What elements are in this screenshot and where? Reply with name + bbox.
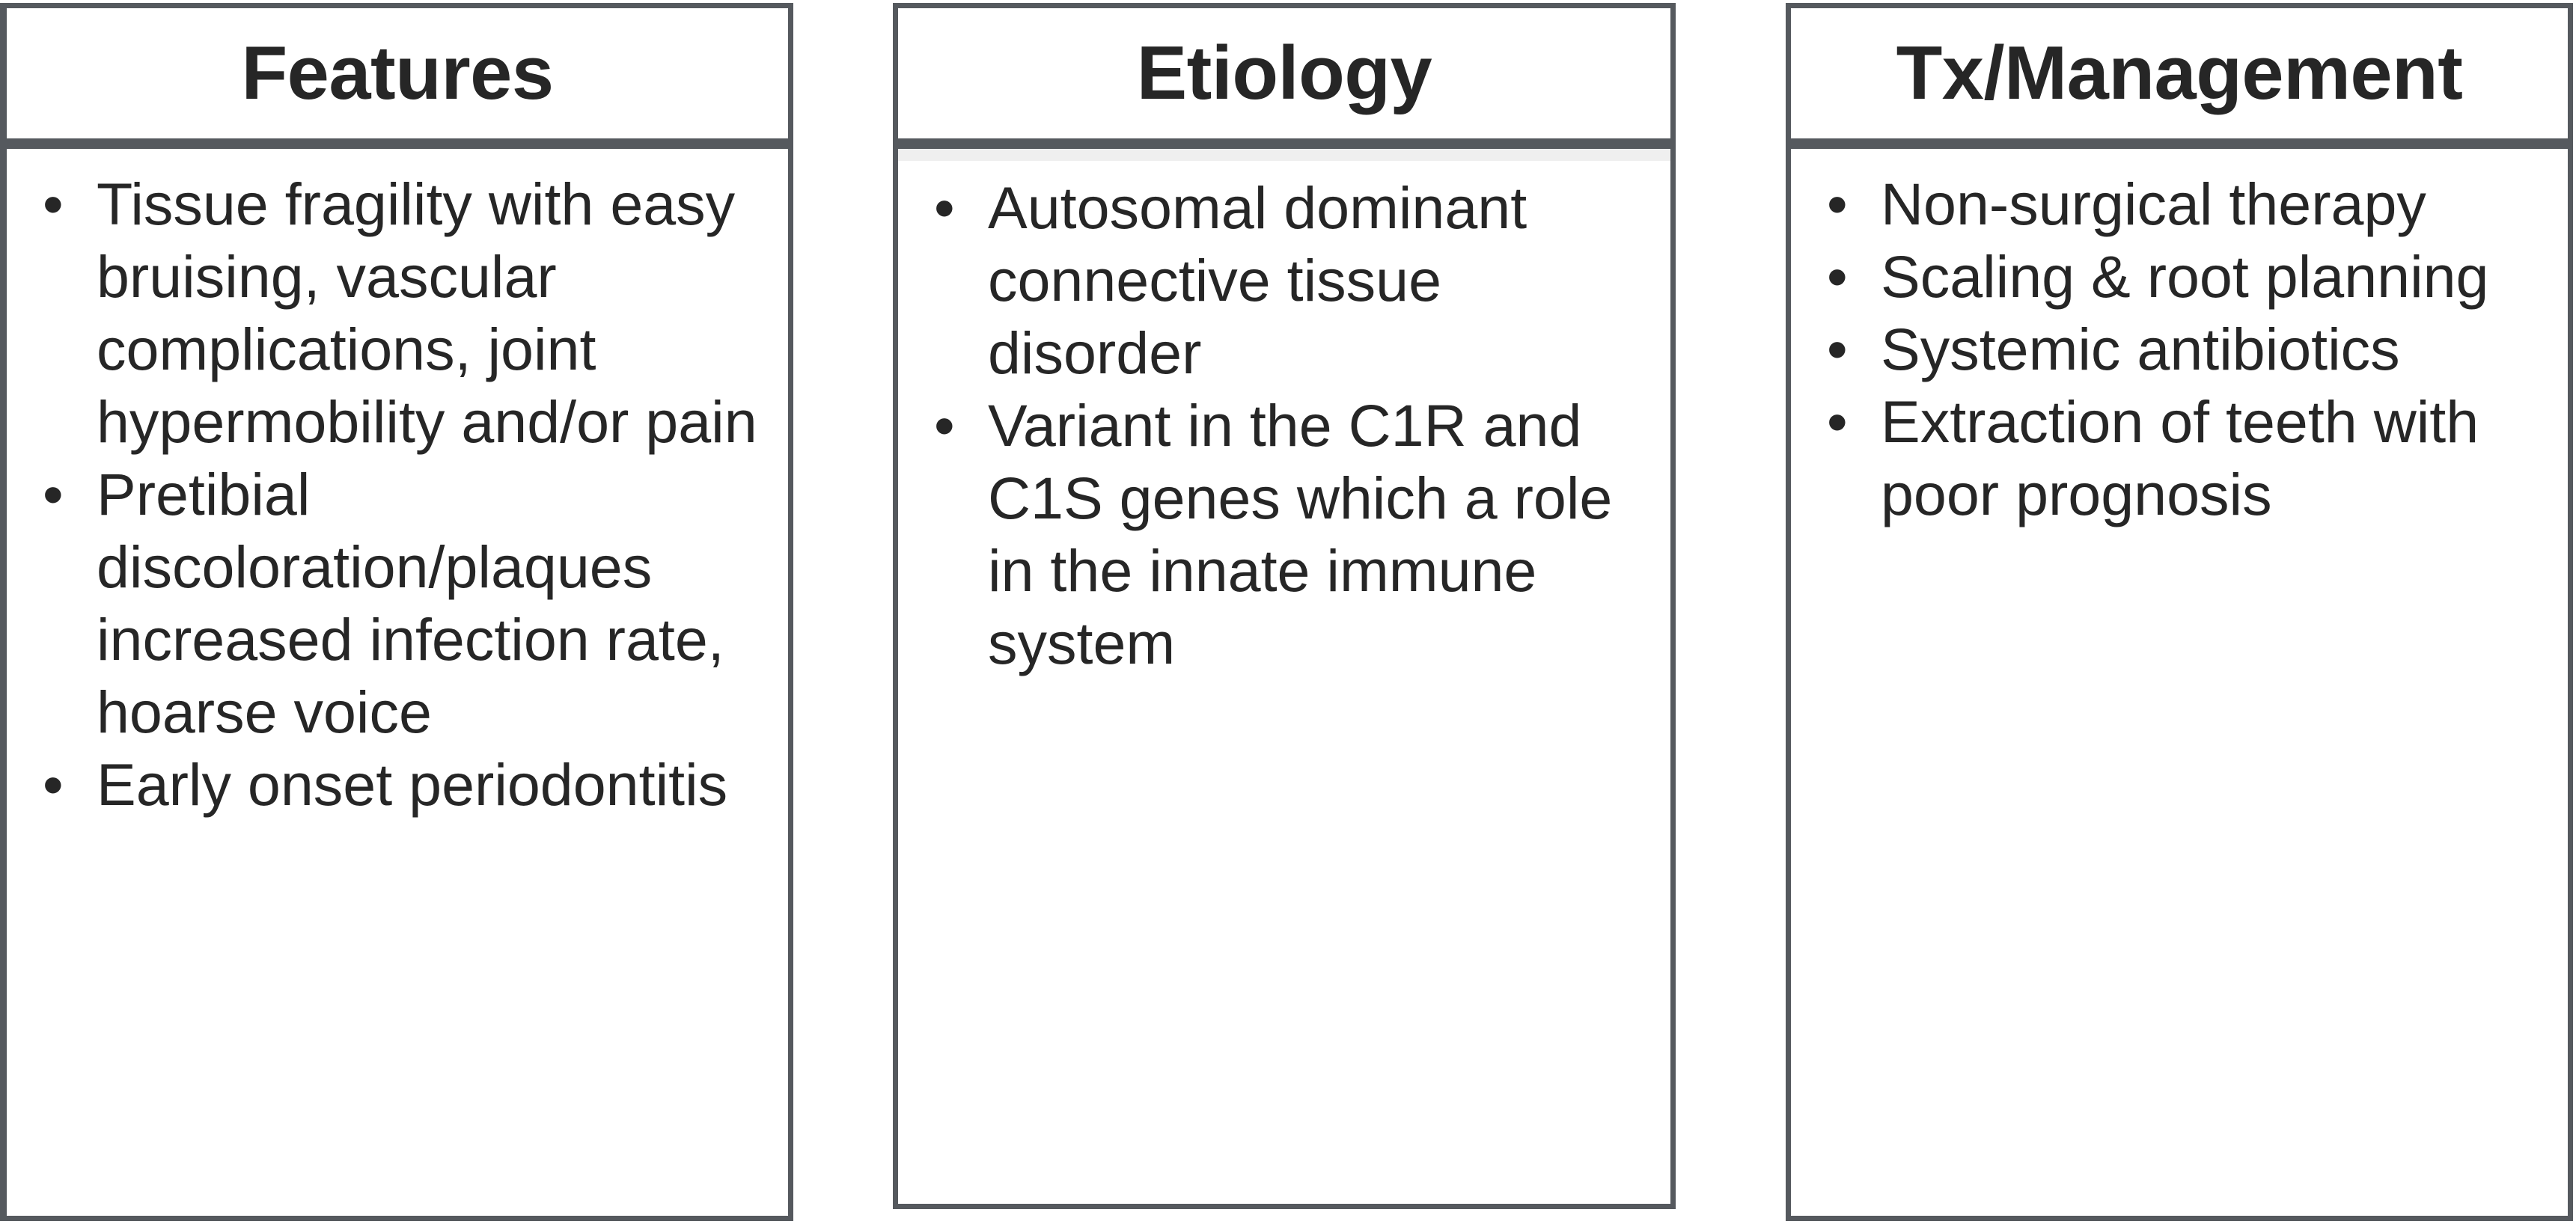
list-item-text: Non-surgical therapy (1881, 171, 2426, 237)
bullet-point-icon: • (934, 174, 955, 241)
column-header-title-etiology: Etiology (1136, 31, 1432, 115)
bullet-point-icon: • (43, 461, 64, 527)
bullet-point-icon: • (934, 392, 955, 459)
list-item-text: Variant in the C1R and C1S genes which a… (988, 392, 1613, 676)
list-item: • Scaling & root planning (1791, 240, 2538, 313)
bullet-list-etiology: • Autosomal dominant connective tissue d… (898, 171, 1670, 679)
list-item: • Early onset periodontitis (7, 748, 761, 821)
column-header-title-tx-management: Tx/Management (1896, 31, 2463, 115)
list-item-text: Early onset periodontitis (97, 751, 728, 818)
list-item-text: Scaling & root planning (1881, 243, 2489, 310)
list-item-text: Extraction of teeth with poor prognosis (1881, 388, 2479, 527)
list-item-text: Tissue fragility with easy bruising, vas… (97, 171, 757, 455)
header-cell-tx-management: Tx/Management (1786, 3, 2573, 144)
list-item: • Pretibial discoloration/plaques increa… (7, 458, 761, 748)
bullet-point-icon: • (43, 751, 64, 818)
bullet-list-features: • Tissue fragility with easy bruising, v… (7, 168, 788, 821)
column-header-title-features: Features (241, 31, 554, 115)
header-cell-features: Features (0, 3, 793, 144)
bullet-point-icon: • (1827, 316, 1848, 382)
list-item: • Non-surgical therapy (1791, 168, 2538, 240)
list-item-text: Pretibial discoloration/plaques increase… (97, 461, 724, 745)
list-item: • Extraction of teeth with poor prognosi… (1791, 385, 2538, 530)
list-item: • Variant in the C1R and C1S genes which… (898, 389, 1639, 679)
body-cell-features: • Tissue fragility with easy bruising, v… (0, 144, 793, 1221)
body-cell-tx-management: • Non-surgical therapy • Scaling & root … (1786, 144, 2573, 1221)
list-item: • Tissue fragility with easy bruising, v… (7, 168, 761, 458)
list-item: • Systemic antibiotics (1791, 313, 2538, 385)
header-cell-etiology: Etiology (893, 3, 1676, 144)
bullet-point-icon: • (1827, 243, 1848, 310)
bullet-point-icon: • (1827, 171, 1848, 237)
bullet-point-icon: • (1827, 388, 1848, 455)
bullet-point-icon: • (43, 171, 64, 237)
bullet-list-tx-management: • Non-surgical therapy • Scaling & root … (1791, 168, 2568, 530)
list-item: • Autosomal dominant connective tissue d… (898, 171, 1639, 389)
highlight-strip (898, 149, 1670, 161)
list-item-text: Systemic antibiotics (1881, 316, 2400, 382)
list-item-text: Autosomal dominant connective tissue dis… (988, 174, 1527, 386)
body-cell-etiology: • Autosomal dominant connective tissue d… (893, 144, 1676, 1209)
